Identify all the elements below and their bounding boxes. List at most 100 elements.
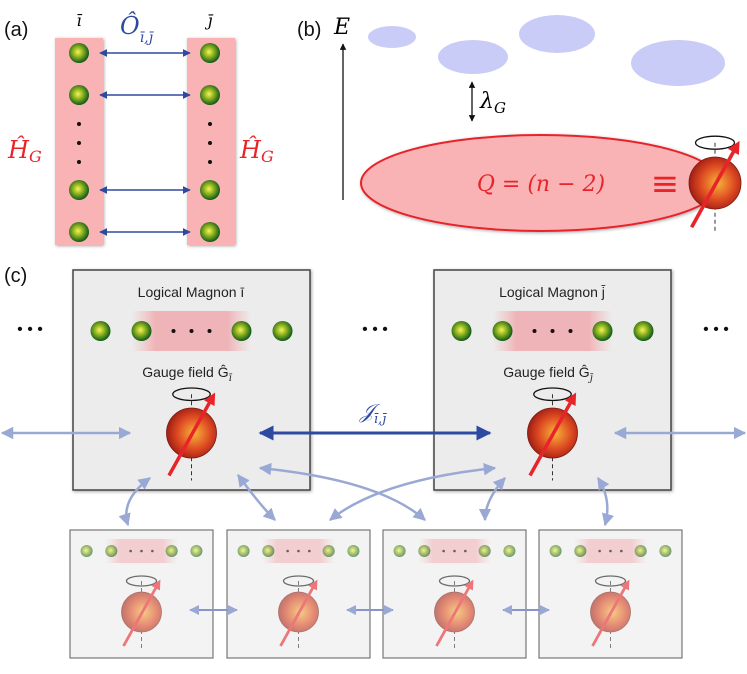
qubit-ball xyxy=(105,544,118,558)
qubit-ball xyxy=(69,85,89,105)
ellipsis-dot xyxy=(453,549,456,553)
qubit-ball xyxy=(262,544,275,558)
ellipsis-dot xyxy=(532,329,537,333)
spin-arrow xyxy=(690,140,740,229)
magnon-i-title: Logical Magnon ī xyxy=(138,284,245,300)
ellipsis-dot xyxy=(550,329,555,333)
ellipsis-dot xyxy=(129,549,132,553)
panel-b: (b) E λG Q = (n − 2) ≡ xyxy=(297,15,742,233)
panel-a-label: (a) xyxy=(4,19,28,41)
qubit-ball xyxy=(90,321,111,341)
qubit-ball xyxy=(165,544,178,558)
qubit-ball xyxy=(272,321,293,341)
curved-coupling-arrow xyxy=(596,476,615,527)
ellipsis-dot xyxy=(620,549,623,553)
spin-arrow xyxy=(167,392,216,477)
ellipsis-dot xyxy=(308,549,311,553)
qubit-ball xyxy=(634,544,647,558)
qubit-ball xyxy=(131,321,152,341)
gap-label: λG xyxy=(479,89,506,117)
panel-c: (c) Logical Magnon ī Logical Magnon j̄ G… xyxy=(0,265,747,659)
equivalence-symbol: ≡ xyxy=(651,164,680,204)
spin-arrow xyxy=(122,579,161,647)
qubit-ball xyxy=(69,43,89,63)
ellipsis-dot xyxy=(286,549,289,553)
spin-arrow xyxy=(528,392,577,477)
ellipsis-dot xyxy=(208,141,212,145)
coupling-label: 𝒥ī,j̄ xyxy=(359,399,388,427)
qubit-ball xyxy=(322,544,335,558)
qubit-ball xyxy=(418,544,431,558)
ellipsis-dot xyxy=(207,329,212,333)
excited-state-blob xyxy=(438,40,508,74)
qubit-ball xyxy=(200,180,220,200)
qubit-ball xyxy=(237,544,250,558)
qubit-ball xyxy=(549,544,562,558)
gauge-field-j-label: Gauge field Ĝj̄ xyxy=(503,364,594,384)
ellipsis-dot xyxy=(77,141,81,145)
hamiltonian-right-label: ĤG xyxy=(239,135,274,166)
ellipsis-right: • • • xyxy=(703,321,729,338)
qubit-ball xyxy=(69,222,89,242)
excited-state-blob xyxy=(519,15,595,53)
qubit-ball xyxy=(574,544,587,558)
ellipsis-dot xyxy=(140,549,143,553)
ellipsis-dot xyxy=(208,122,212,126)
qubit-ball xyxy=(659,544,672,558)
curved-coupling-arrow xyxy=(329,462,497,521)
qubit-ball xyxy=(478,544,491,558)
qubit-ball xyxy=(393,544,406,558)
spin-arrow xyxy=(435,579,474,647)
qubit-ball xyxy=(347,544,360,558)
ellipsis-dot xyxy=(464,549,467,553)
ellipsis-left: • • • xyxy=(17,321,43,338)
gauge-spin-icon xyxy=(688,135,742,233)
qubit-ball xyxy=(492,321,513,341)
ellipsis-dot xyxy=(151,549,154,553)
panel-b-label: (b) xyxy=(297,19,321,41)
ellipsis-dot xyxy=(442,549,445,553)
qubit-ball xyxy=(80,544,93,558)
ellipsis-dot xyxy=(208,160,212,164)
site-j-label: j̄ xyxy=(205,11,214,30)
gauge-spin-icon xyxy=(527,387,578,481)
qubit-ball xyxy=(200,85,220,105)
curved-coupling-arrow xyxy=(478,477,506,522)
qubit-ball xyxy=(69,180,89,200)
panel-a: (a) ī j̄ Ôī,j̄ ĤG ĤG xyxy=(4,11,274,245)
gauge-spin-icon xyxy=(121,575,162,650)
magnon-j-title: Logical Magnon j̄ xyxy=(499,284,605,300)
qubit-ball xyxy=(190,544,203,558)
gauge-spin-icon xyxy=(590,575,631,650)
ellipsis-dot xyxy=(77,122,81,126)
gauge-spin-icon xyxy=(278,575,319,650)
gauge-spin-icon xyxy=(434,575,475,650)
excited-state-blob xyxy=(631,40,725,86)
qubit-ball xyxy=(503,544,516,558)
operator-label: Ôī,j̄ xyxy=(120,11,155,46)
spin-arrow xyxy=(591,579,630,647)
ellipsis-dot xyxy=(171,329,176,333)
qubit-ball xyxy=(200,43,220,63)
ground-space-label: Q = (n − 2) xyxy=(477,172,605,197)
gauge-spin-icon xyxy=(166,387,217,481)
site-i-label: ī xyxy=(76,11,82,30)
ellipsis-middle: • • • xyxy=(362,321,388,338)
ellipsis-dot xyxy=(609,549,612,553)
panel-c-label: (c) xyxy=(4,265,27,287)
ellipsis-dot xyxy=(598,549,601,553)
gauge-field-i-label: Gauge field Ĝī xyxy=(142,364,232,384)
qubit-ball xyxy=(592,321,613,341)
ellipsis-dot xyxy=(297,549,300,553)
excited-state-blob xyxy=(368,26,416,48)
curved-coupling-arrow xyxy=(118,476,152,527)
spin-arrow xyxy=(279,579,318,647)
qubit-ball xyxy=(633,321,654,341)
energy-axis-label: E xyxy=(333,15,350,40)
qubit-ball xyxy=(200,222,220,242)
hamiltonian-left-label: ĤG xyxy=(7,135,42,166)
ellipsis-dot xyxy=(568,329,573,333)
qubit-ball xyxy=(451,321,472,341)
